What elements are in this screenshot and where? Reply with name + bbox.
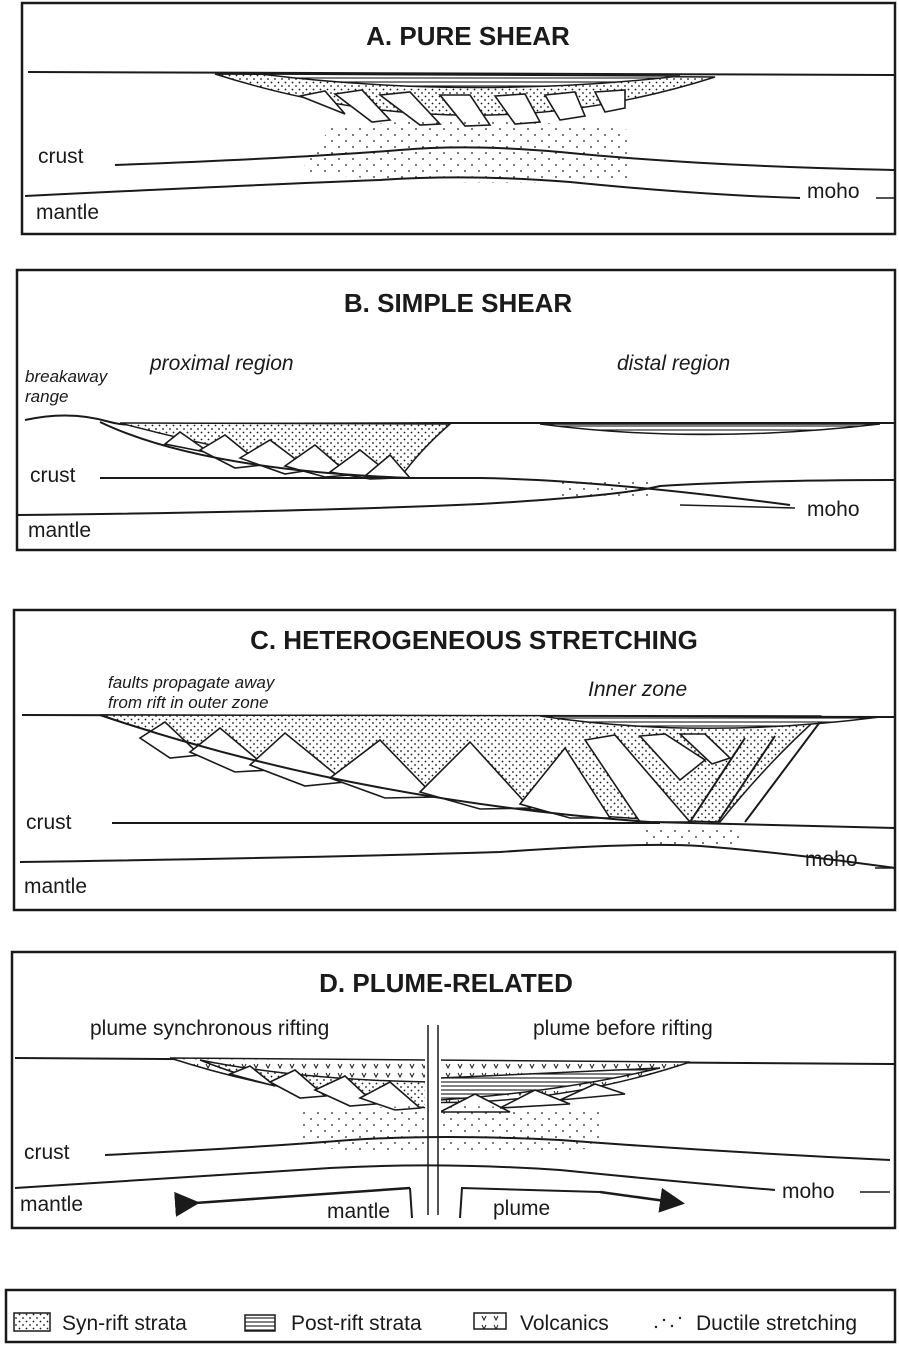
panel-c-moho-line — [20, 845, 895, 868]
panel-plume-related: D. PLUME-RELATED plume synchronous rifti… — [12, 952, 895, 1228]
breakaway-label-line2: range — [25, 387, 68, 406]
panel-b-title: B. SIMPLE SHEAR — [344, 288, 572, 318]
panel-a-ductile-zone — [300, 120, 630, 182]
legend-item-volcanics: Volcanics — [474, 1312, 609, 1335]
panel-b-moho-label: moho — [807, 498, 860, 521]
panel-d-moho-line — [15, 1165, 775, 1190]
legend-item-post-rift: Post-rift strata — [245, 1312, 422, 1335]
panel-d-mantle-flow-label: mantle — [327, 1200, 390, 1223]
proximal-region-label: proximal region — [149, 352, 294, 375]
panel-d-plume-flow-arrow — [600, 1192, 680, 1203]
outer-zone-label-line2: from rift in outer zone — [108, 693, 269, 712]
legend-label-volcanics: Volcanics — [520, 1312, 609, 1335]
volcanics-swatch — [474, 1313, 506, 1329]
panel-d-left-caption: plume synchronous rifting — [90, 1017, 329, 1040]
inner-zone-label: Inner zone — [588, 678, 687, 701]
legend: Syn-rift strata Post-rift strata Volcani… — [6, 1290, 895, 1342]
legend-label-post-rift: Post-rift strata — [291, 1312, 422, 1335]
panel-b-postrift-strata — [540, 424, 880, 435]
distal-region-label: distal region — [617, 352, 730, 375]
syn-rift-swatch — [14, 1313, 50, 1331]
panel-d-ductile-zone — [300, 1106, 600, 1154]
outer-zone-label-line1: faults propagate away — [108, 673, 276, 692]
post-rift-swatch — [245, 1315, 275, 1331]
panel-d-plume-label: plume — [493, 1197, 550, 1220]
panel-d-crust-label: crust — [24, 1141, 70, 1164]
panel-a-title: A. PURE SHEAR — [366, 21, 570, 51]
panel-simple-shear: B. SIMPLE SHEAR breakaway range proximal… — [17, 270, 895, 550]
panel-c-ductile-zone — [640, 826, 745, 846]
panel-a-mantle-label: mantle — [36, 201, 99, 224]
panel-a-moho-label: moho — [807, 180, 860, 203]
panel-c-mantle-label: mantle — [24, 875, 87, 898]
legend-label-syn-rift: Syn-rift strata — [62, 1312, 187, 1335]
panel-heterogeneous-stretching: C. HETEROGENEOUS STRETCHING faults propa… — [14, 610, 895, 910]
panel-b-moho-line — [17, 480, 895, 515]
panel-d-right-caption: plume before rifting — [533, 1017, 713, 1040]
legend-label-ductile: Ductile stretching — [696, 1312, 857, 1335]
breakaway-label-line1: breakaway — [25, 367, 109, 386]
panel-a-crust-label: crust — [38, 145, 84, 168]
panel-d-moho-label: moho — [782, 1180, 835, 1203]
panel-b-crust-label: crust — [30, 464, 76, 487]
legend-item-ductile: Ductile stretching — [655, 1312, 857, 1335]
panel-d-mantle-label: mantle — [20, 1193, 83, 1216]
legend-item-syn-rift: Syn-rift strata — [14, 1312, 187, 1335]
panel-b-moho-tick — [680, 505, 795, 508]
panel-d-title: D. PLUME-RELATED — [319, 968, 573, 998]
panel-c-title: C. HETEROGENEOUS STRETCHING — [250, 625, 698, 655]
panel-c-crust-label: crust — [26, 811, 72, 834]
ductile-swatch — [655, 1317, 681, 1328]
panel-c-moho-label: moho — [805, 848, 858, 871]
panel-b-mantle-label: mantle — [28, 519, 91, 542]
panel-pure-shear: A. PURE SHEAR crust mantle moho — [22, 3, 895, 234]
panel-d-mantle-flow-elbow — [410, 1188, 412, 1218]
